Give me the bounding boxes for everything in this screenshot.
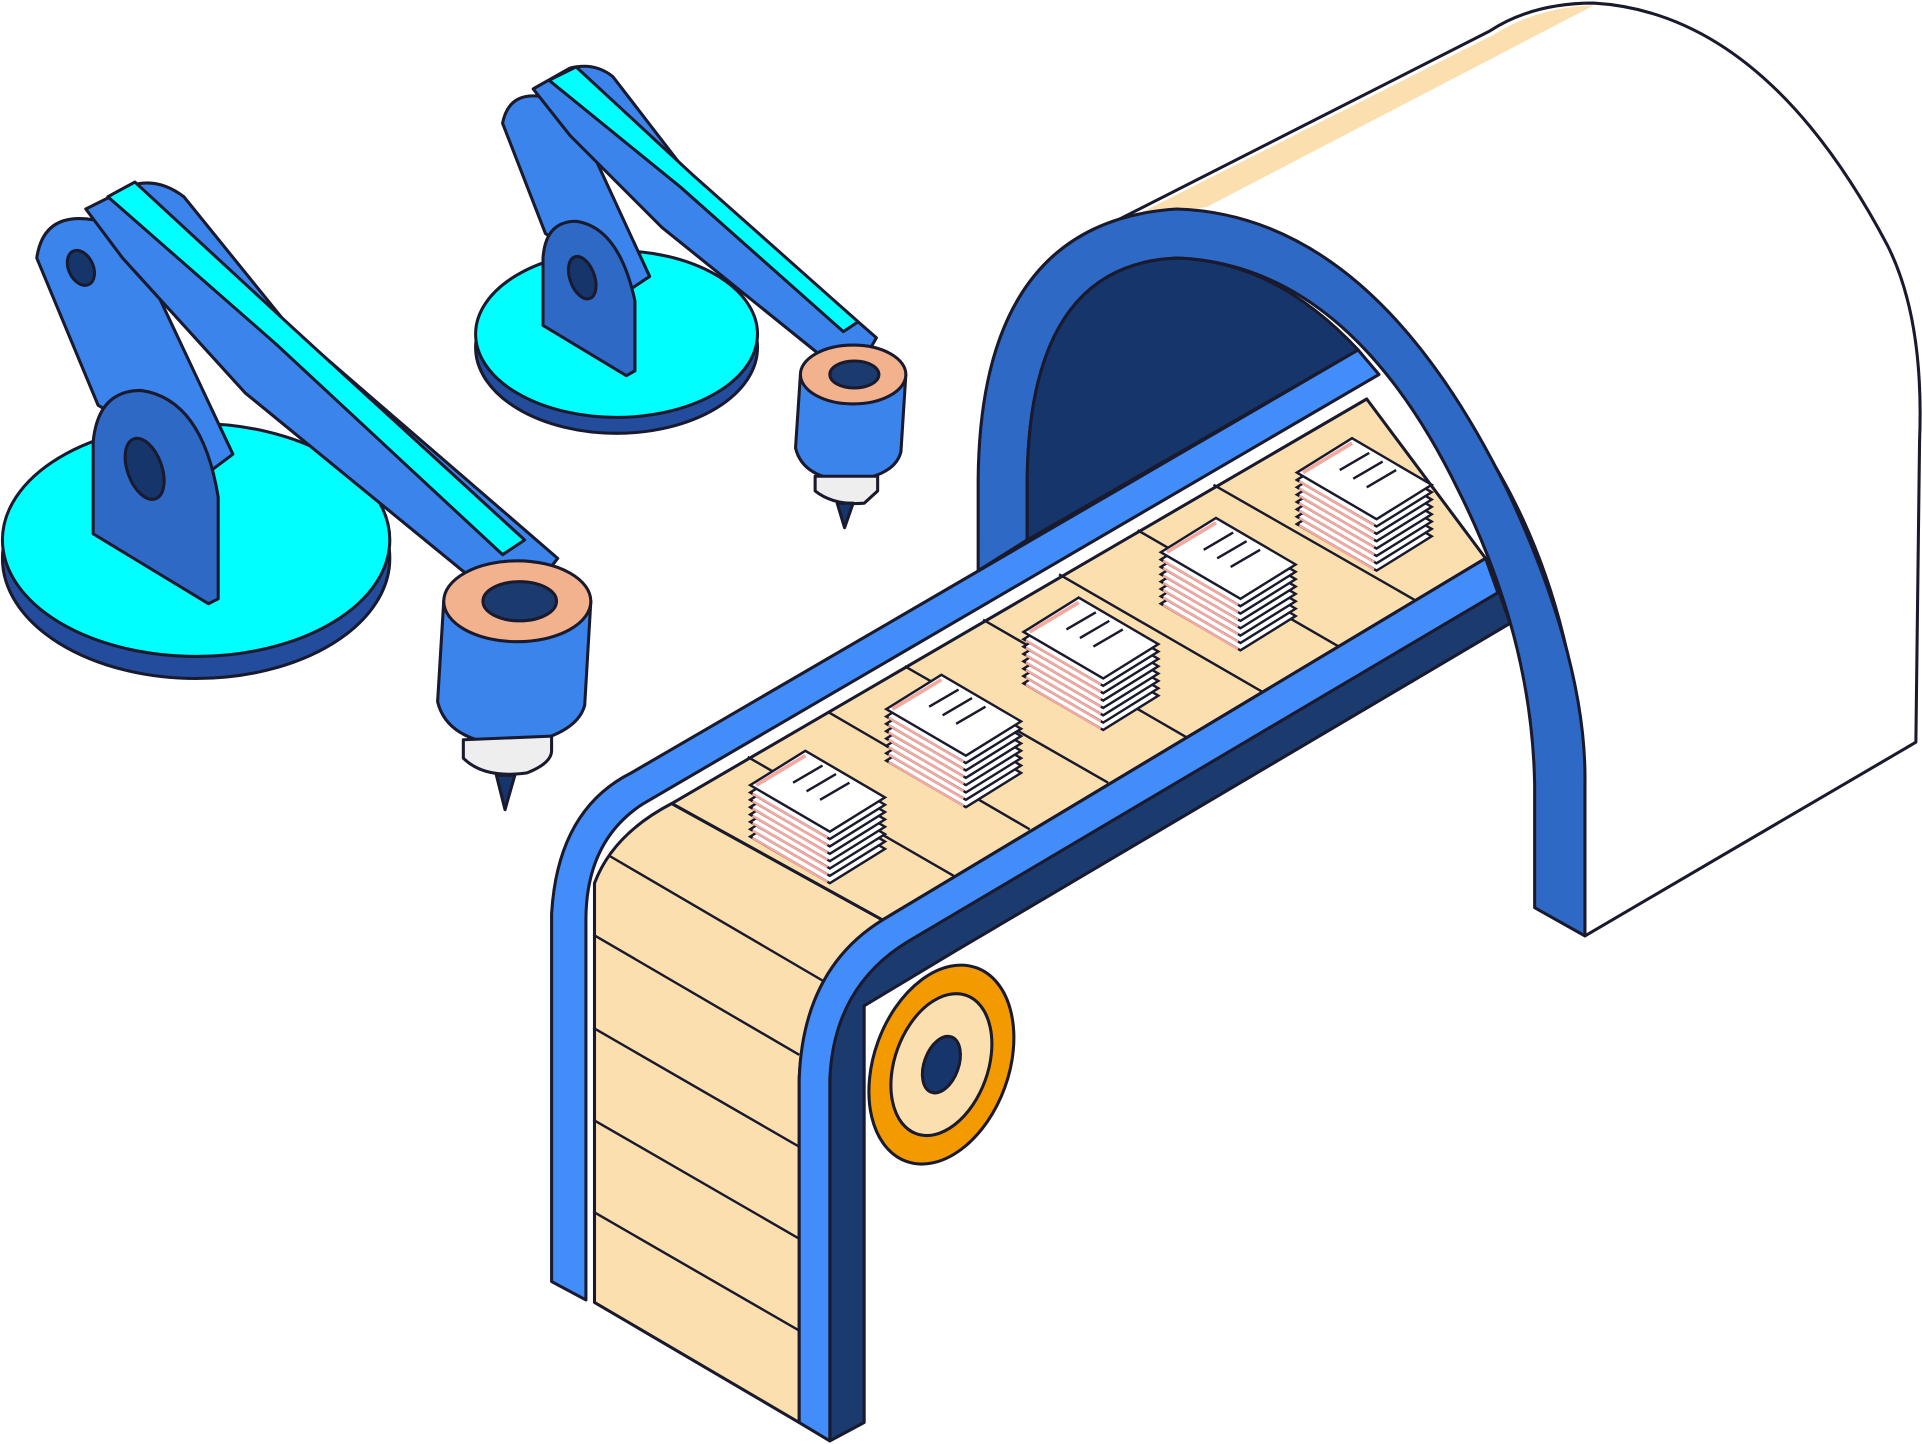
robot-tool-tip bbox=[461, 734, 554, 776]
document-sheet-edge bbox=[888, 731, 965, 778]
document-text-line bbox=[1079, 619, 1110, 640]
document-sheet-edge bbox=[888, 716, 965, 763]
document-stack bbox=[1294, 436, 1435, 573]
tunnel bbox=[976, 1, 1922, 938]
document-sheet-edge bbox=[751, 807, 829, 854]
document-sheet bbox=[1021, 596, 1161, 680]
conveyor-back-rail bbox=[550, 348, 1381, 1302]
document-sheet-edge bbox=[1298, 480, 1375, 527]
document-text-line bbox=[1203, 531, 1234, 551]
document-text-line bbox=[955, 705, 987, 725]
conveyor-front-rail bbox=[797, 556, 1500, 1443]
robot-upper-hole bbox=[65, 248, 96, 287]
document-sheet-edge bbox=[1025, 676, 1102, 723]
document-sheet-edge bbox=[751, 836, 829, 884]
robot-arm-small bbox=[474, 64, 908, 530]
document-sheet-edge bbox=[1025, 668, 1102, 716]
document-sheet-edge bbox=[1298, 509, 1375, 556]
document-sheet-edge bbox=[888, 760, 965, 808]
document-text-line bbox=[792, 764, 824, 784]
robot-joint-hole bbox=[566, 254, 598, 301]
tunnel-interior bbox=[1025, 256, 1360, 542]
document-sheet-edge bbox=[1298, 502, 1375, 549]
document-stack bbox=[747, 749, 888, 885]
document-border bbox=[1028, 600, 1080, 634]
document-text-line bbox=[819, 781, 851, 801]
document-sheet-edge bbox=[888, 753, 965, 800]
document-sheet-edge bbox=[751, 814, 829, 861]
document-sheet-edge bbox=[888, 746, 965, 793]
robot-tool-tip bbox=[813, 474, 880, 506]
robot-joint-hole bbox=[123, 436, 166, 501]
document-text-line bbox=[941, 697, 973, 717]
document-sheet bbox=[1294, 436, 1435, 521]
document-sheet bbox=[1158, 516, 1299, 601]
document-text-line bbox=[928, 688, 960, 708]
document-sheet-edge bbox=[1298, 516, 1375, 564]
document-stack bbox=[883, 673, 1024, 809]
document-sheet-edge bbox=[888, 724, 965, 771]
document-text-line bbox=[1216, 540, 1248, 560]
document-sheet-edge bbox=[751, 800, 829, 847]
robot-nozzle bbox=[494, 773, 517, 812]
document-sheet-edge bbox=[1298, 524, 1375, 571]
robot-arm-large bbox=[0, 180, 593, 812]
document-border bbox=[1302, 441, 1353, 475]
robot-nozzle bbox=[835, 501, 855, 530]
document-sheet-edge bbox=[1162, 574, 1239, 621]
document-sheet-edge bbox=[1162, 581, 1239, 629]
document-sheet-edge bbox=[1025, 646, 1102, 694]
document-sheet-edge bbox=[1298, 487, 1375, 534]
document-sheet-edge bbox=[1162, 559, 1239, 606]
document-stacks bbox=[747, 436, 1435, 885]
document-text-line bbox=[1065, 611, 1097, 631]
conveyor-wheel bbox=[867, 963, 1016, 1166]
document-text-line bbox=[1366, 469, 1397, 489]
document-text-line bbox=[1352, 460, 1384, 480]
document-sheet bbox=[747, 749, 888, 834]
robot-tool-hole bbox=[481, 580, 559, 623]
document-sheet-edge bbox=[888, 738, 965, 785]
robot-forearm-edge bbox=[106, 180, 527, 557]
document-border bbox=[891, 678, 943, 711]
document-sheet bbox=[883, 673, 1024, 758]
document-sheet-edge bbox=[751, 829, 829, 876]
document-sheet-edge bbox=[1025, 661, 1102, 708]
document-text-line bbox=[1092, 628, 1124, 648]
robot-tool-hole bbox=[828, 359, 881, 390]
document-text-line bbox=[805, 773, 837, 793]
document-sheet-edge bbox=[1162, 589, 1239, 636]
document-text-line bbox=[1339, 451, 1370, 472]
document-sheet-edge bbox=[751, 822, 829, 869]
document-sheet-edge bbox=[1025, 683, 1102, 730]
tunnel-top-stripe bbox=[1109, 5, 1594, 229]
document-border bbox=[755, 754, 807, 787]
document-sheet-edge bbox=[1162, 603, 1239, 651]
document-sheet-edge bbox=[1162, 567, 1239, 614]
document-stack bbox=[1021, 596, 1161, 732]
robot-forearm-edge bbox=[547, 65, 860, 334]
document-text-line bbox=[1230, 548, 1261, 568]
document-border bbox=[1165, 521, 1217, 554]
document-sheet-edge bbox=[1025, 639, 1102, 686]
document-sheet-edge bbox=[1298, 494, 1375, 542]
document-sheet-edge bbox=[1162, 596, 1239, 643]
document-sheet-edge bbox=[1025, 654, 1102, 701]
tunnel-body bbox=[1101, 1, 1922, 938]
document-stack bbox=[1158, 516, 1299, 652]
document-sheet-edge bbox=[751, 792, 829, 839]
